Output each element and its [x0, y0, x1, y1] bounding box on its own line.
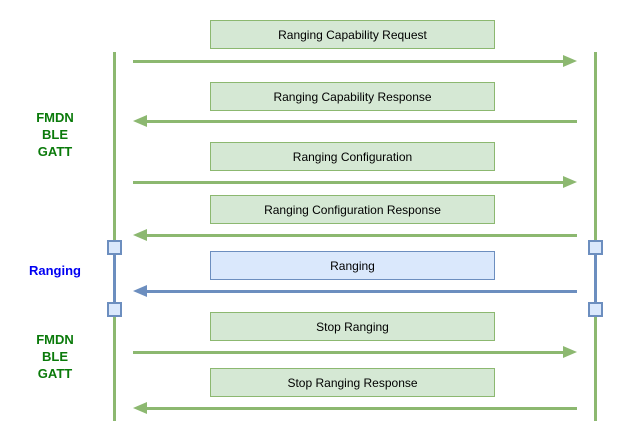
arrow-shaft	[133, 180, 564, 184]
label-line: BLE	[42, 349, 68, 364]
message-box-ranging-capability-request: Ranging Capability Request	[210, 20, 495, 49]
label-line: FMDN	[36, 332, 74, 347]
message-box-ranging: Ranging	[210, 251, 495, 280]
arrow-left	[133, 402, 577, 414]
arrow-right	[133, 176, 577, 188]
arrow-shaft	[133, 350, 564, 354]
arrow-left	[133, 229, 577, 241]
ranging-activation-segment-right	[594, 250, 597, 308]
label-line: Ranging	[29, 263, 81, 278]
arrow-shaft	[133, 59, 564, 63]
arrow-shaft	[146, 119, 577, 123]
activation-square	[588, 240, 603, 255]
arrowhead-left-icon	[133, 229, 147, 241]
message-box-stop-ranging: Stop Ranging	[210, 312, 495, 341]
label-fmdn-ble-gatt-top: FMDN BLE GATT	[15, 109, 95, 160]
arrowhead-left-icon	[133, 115, 147, 127]
message-label: Ranging	[330, 258, 375, 273]
arrowhead-left-icon	[133, 402, 147, 414]
arrow-right	[133, 346, 577, 358]
lifeline-right	[594, 52, 597, 421]
message-label: Ranging Capability Request	[278, 27, 427, 42]
arrow-left-blue	[133, 285, 577, 297]
arrowhead-right-icon	[563, 176, 577, 188]
message-label: Ranging Capability Response	[273, 89, 432, 104]
arrowhead-right-icon	[563, 55, 577, 67]
ranging-activation-segment-left	[113, 250, 116, 308]
activation-square	[107, 302, 122, 317]
arrow-shaft	[146, 233, 577, 237]
arrowhead-right-icon	[563, 346, 577, 358]
arrow-right	[133, 55, 577, 67]
label-fmdn-ble-gatt-bottom: FMDN BLE GATT	[15, 331, 95, 382]
label-line: FMDN	[36, 110, 74, 125]
activation-square	[588, 302, 603, 317]
arrow-shaft	[146, 406, 577, 410]
message-box-ranging-configuration-response: Ranging Configuration Response	[210, 195, 495, 224]
message-label: Ranging Configuration Response	[264, 202, 441, 217]
arrowhead-left-icon	[133, 285, 147, 297]
message-box-ranging-capability-response: Ranging Capability Response	[210, 82, 495, 111]
message-label: Stop Ranging	[316, 319, 389, 334]
label-line: GATT	[37, 366, 73, 381]
message-label: Ranging Configuration	[292, 149, 413, 164]
arrow-shaft	[146, 289, 577, 293]
lifeline-left	[113, 52, 116, 421]
label-line: BLE	[42, 127, 68, 142]
message-box-stop-ranging-response: Stop Ranging Response	[210, 368, 495, 397]
message-label: Stop Ranging Response	[287, 375, 418, 390]
arrow-left	[133, 115, 577, 127]
label-line: GATT	[37, 144, 73, 159]
activation-square	[107, 240, 122, 255]
label-ranging-section: Ranging	[15, 262, 95, 279]
message-box-ranging-configuration: Ranging Configuration	[210, 142, 495, 171]
